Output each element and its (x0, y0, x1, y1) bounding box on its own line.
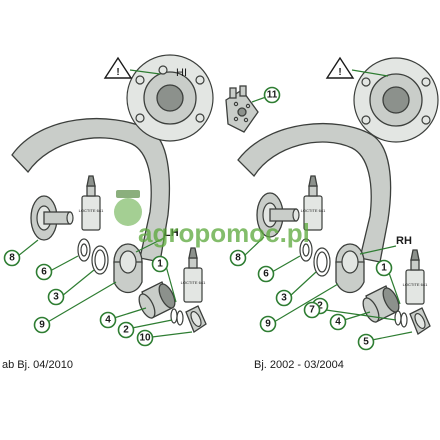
svg-text:6: 6 (41, 267, 47, 278)
callout-2: 2 (117, 321, 135, 339)
left-hub-bolt (158, 65, 168, 75)
svg-text:11: 11 (267, 90, 278, 101)
callout-6: 6 (35, 263, 53, 281)
right-hub-bolt (361, 77, 371, 87)
svg-text:LOCTITE 641: LOCTITE 641 (181, 280, 206, 285)
svg-text:3: 3 (281, 293, 287, 304)
left-hub-core (156, 84, 184, 112)
left-hub-bolt (195, 113, 205, 123)
callout-4: 4 (329, 313, 347, 331)
left-hub-bolt (135, 75, 145, 85)
svg-text:4: 4 (105, 315, 111, 326)
callout-3: 3 (47, 288, 65, 306)
threadlocker-bottle-icon: LOCTITE 641 (301, 175, 326, 231)
right-bushing (335, 243, 365, 294)
callout-1: 1 (375, 259, 393, 277)
svg-text:LOCTITE 641: LOCTITE 641 (301, 208, 326, 213)
svg-text:10: 10 (139, 333, 151, 344)
left-assembly: HI ! (2, 54, 281, 371)
svg-text:LOCTITE 641: LOCTITE 641 (403, 282, 428, 287)
left-caption: ab Bj. 04/2010 (2, 359, 73, 371)
svg-text:8: 8 (9, 253, 15, 264)
right-assembly: ! LOCTITE 641 (229, 56, 439, 371)
svg-text:2: 2 (317, 301, 323, 312)
warning-triangle-icon: ! (325, 56, 355, 79)
left-lock-nut (185, 305, 207, 333)
svg-text:!: ! (116, 67, 119, 78)
right-lock-nut (409, 307, 431, 335)
callout-9: 9 (33, 316, 51, 334)
svg-text:1: 1 (157, 259, 163, 270)
svg-text:8: 8 (235, 253, 241, 264)
callout-11: 11 (263, 86, 281, 104)
right-caption: Bj. 2002 - 03/2004 (254, 359, 344, 371)
right-small-washer (394, 310, 402, 326)
callout-10: 10 (136, 329, 154, 347)
svg-text:3: 3 (53, 292, 59, 303)
callout-8: 8 (3, 249, 21, 267)
svg-text:6: 6 (263, 269, 269, 280)
callout-4: 4 (99, 311, 117, 329)
left-hub-bolt (195, 75, 205, 85)
warning-triangle-icon: ! (103, 56, 133, 79)
left-side-label: LH (164, 227, 179, 239)
left-washer (80, 243, 88, 257)
threadlocker-bottle-icon: LOCTITE 641 (403, 249, 428, 305)
callout-8: 8 (229, 249, 247, 267)
svg-text:LOCTITE 641: LOCTITE 641 (79, 208, 104, 213)
left-flange (30, 195, 74, 241)
callout-5: 5 (357, 333, 375, 351)
threadlocker-bottle-icon: LOCTITE 641 (181, 247, 206, 303)
left-hi-label: HI (176, 67, 187, 79)
left-seal (94, 249, 106, 271)
right-seal (316, 251, 328, 273)
svg-text:9: 9 (265, 319, 271, 330)
right-small-washer (400, 312, 408, 328)
right-hub-bolt (361, 115, 371, 125)
callout-3: 3 (275, 289, 293, 307)
svg-text:agropomoc.pl: agropomoc.pl (138, 218, 310, 248)
svg-text:7: 7 (309, 305, 315, 316)
left-seal (91, 245, 109, 275)
agropomoc-watermark: agropomoc.pl (114, 190, 310, 248)
right-side-label: RH (396, 235, 412, 247)
callout-7: 7 (303, 301, 321, 319)
right-washer (299, 238, 313, 262)
left-sleeve (138, 281, 176, 319)
svg-text:!: ! (338, 67, 341, 78)
svg-text:5: 5 (363, 337, 369, 348)
right-hub-bolt (421, 77, 431, 87)
left-washer (77, 238, 91, 262)
callout-6: 6 (257, 265, 275, 283)
left-small-washer (170, 308, 178, 324)
right-seal (313, 247, 331, 277)
right-hub-bolt (421, 115, 431, 125)
svg-text:1: 1 (381, 263, 387, 274)
left-hub-bolt (135, 113, 145, 123)
svg-text:2: 2 (123, 325, 129, 336)
left-bushing (113, 243, 143, 294)
right-hub-core (382, 86, 410, 114)
left-small-washer (176, 310, 184, 326)
callout-1: 1 (151, 255, 169, 273)
left-mount-plate (225, 85, 259, 133)
threadlocker-bottle-icon: LOCTITE 641 (79, 175, 104, 231)
right-washer (302, 243, 310, 257)
right-curved-arm (237, 122, 392, 263)
svg-text:4: 4 (335, 317, 341, 328)
svg-text:9: 9 (39, 320, 45, 331)
callout-9: 9 (259, 315, 277, 333)
right-flange (256, 192, 300, 238)
